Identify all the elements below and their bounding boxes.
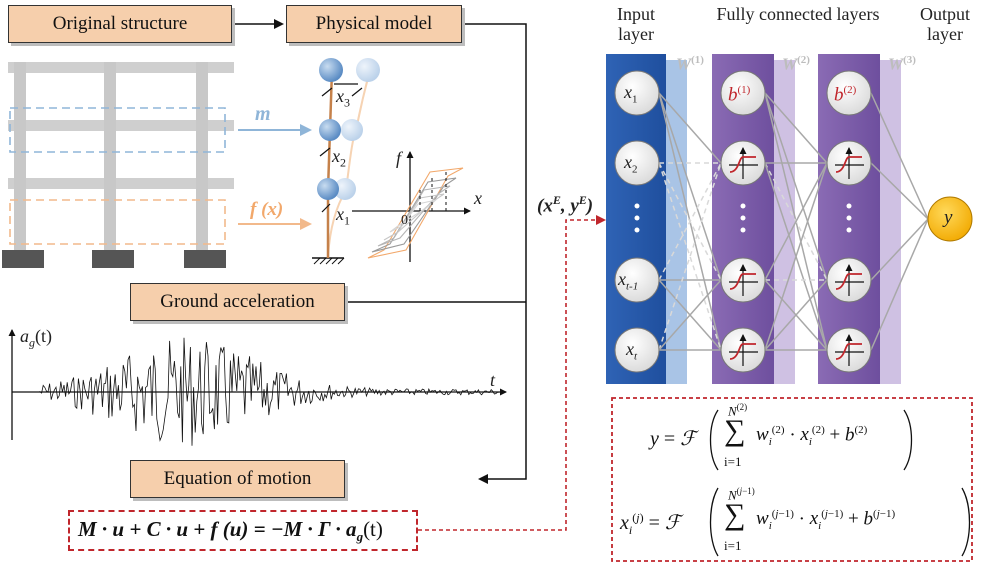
data-flow-arrow	[418, 215, 606, 531]
hidden-equation: xi(j) = ℱ	[620, 510, 681, 537]
ground-acceleration-box: Ground acceleration	[130, 283, 345, 321]
x1-label: x1	[336, 204, 350, 228]
w3-label: W(3)	[888, 54, 916, 74]
original-structure-label: Original structure	[52, 13, 188, 34]
input-node-t-1: xt-1	[618, 269, 639, 293]
physical-model-box: Physical model	[286, 5, 462, 43]
ground-motion-plot	[8, 329, 507, 446]
x2-label: x2	[332, 146, 346, 170]
neural-network	[606, 54, 973, 384]
stick-model	[312, 58, 380, 265]
hysteresis-x-label: x	[474, 188, 482, 208]
original-structure-box: Original structure	[8, 5, 232, 43]
flow-connectors	[234, 19, 527, 484]
building-frame	[2, 62, 312, 268]
nn-equation-box	[611, 397, 973, 562]
input-node-2: x2	[624, 152, 638, 176]
ag-axis-label: ag(t)	[20, 326, 52, 350]
hysteresis-origin-label: 0	[401, 213, 408, 228]
output-node-label: y	[944, 207, 953, 228]
mass-label: m	[255, 103, 271, 125]
equation-of-motion-label: Equation of motion	[163, 468, 312, 489]
input-node-1: x1	[624, 82, 638, 106]
motion-equation: M · u + C · u + f (u) = −M · Γ · ag(t)	[78, 517, 383, 545]
output-layer-heading: Output layer	[919, 4, 970, 44]
t-axis-label: t	[490, 370, 496, 390]
input-pair-label: (xE, yE)	[537, 193, 594, 217]
motion-equation-box	[68, 510, 418, 551]
w2-label: W(2)	[782, 54, 810, 74]
ground-acceleration-label: Ground acceleration	[160, 291, 315, 312]
x3-label: x3	[336, 86, 350, 110]
input-layer-heading: Input layer	[617, 4, 655, 44]
w1-label: W(1)	[676, 54, 704, 74]
bias-2-label: b(2)	[834, 84, 857, 106]
hysteresis-f-label: f	[396, 148, 402, 168]
hidden-layers-heading: Fully connected layers	[716, 4, 880, 24]
force-label: f (x)	[250, 199, 284, 220]
bias-1-label: b(1)	[728, 84, 751, 106]
output-equation: y = ℱ	[650, 428, 696, 450]
hysteresis-plot	[352, 151, 471, 262]
equation-of-motion-box: Equation of motion	[130, 460, 345, 498]
input-node-t: xt	[626, 339, 638, 363]
physical-model-label: Physical model	[315, 13, 433, 34]
